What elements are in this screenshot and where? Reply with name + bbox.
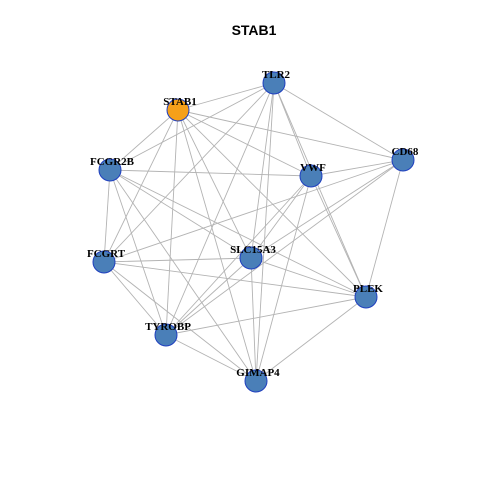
edge-stab1-slc15a3 bbox=[177, 109, 252, 259]
edge-fcgr2b-fcgrt bbox=[103, 169, 111, 263]
edge-fcgrt-gimap4 bbox=[103, 261, 257, 382]
edge-slc15a3-gimap4 bbox=[250, 257, 257, 382]
node-fcgrt bbox=[92, 250, 116, 274]
edge-fcgr2b-tyrobp bbox=[109, 169, 167, 336]
edge-tlr2-tyrobp bbox=[165, 82, 275, 336]
node-tlr2 bbox=[262, 71, 286, 95]
edge-plek-tyrobp bbox=[165, 296, 367, 336]
edge-fcgr2b-gimap4 bbox=[109, 169, 257, 382]
edge-fcgr2b-slc15a3 bbox=[109, 169, 252, 259]
edge-tlr2-slc15a3 bbox=[250, 82, 275, 259]
edge-tlr2-vwf bbox=[273, 82, 312, 177]
node-label-tyrobp: TYROBP bbox=[145, 321, 191, 333]
edge-stab1-plek bbox=[177, 109, 367, 298]
edge-tyrobp-gimap4 bbox=[165, 334, 257, 382]
edge-fcgr2b-vwf bbox=[109, 169, 312, 177]
node-label-plek: PLEK bbox=[353, 283, 383, 295]
edge-cd68-slc15a3 bbox=[250, 159, 404, 259]
edge-slc15a3-plek bbox=[250, 257, 367, 298]
node-layer bbox=[92, 71, 415, 393]
edge-cd68-fcgrt bbox=[103, 159, 404, 263]
edge-stab1-fcgrt bbox=[103, 109, 179, 263]
node-label-stab1: STAB1 bbox=[163, 96, 196, 108]
edge-fcgrt-plek bbox=[103, 261, 367, 298]
node-label-vwf: VWF bbox=[300, 162, 326, 174]
edge-fcgr2b-plek bbox=[109, 169, 367, 298]
edge-stab1-cd68 bbox=[177, 109, 404, 161]
edge-fcgrt-slc15a3 bbox=[103, 257, 252, 263]
edge-cd68-vwf bbox=[310, 159, 404, 177]
edge-stab1-tyrobp bbox=[165, 109, 179, 336]
edge-stab1-fcgr2b bbox=[109, 109, 179, 171]
edge-slc15a3-tyrobp bbox=[165, 257, 252, 336]
node-label-fcgrt: FCGRT bbox=[87, 248, 126, 260]
node-label-fcgr2b: FCGR2B bbox=[90, 156, 135, 168]
edge-tlr2-gimap4 bbox=[255, 82, 275, 382]
edge-fcgrt-tyrobp bbox=[103, 261, 167, 336]
node-label-gimap4: GIMAP4 bbox=[236, 367, 280, 379]
edge-stab1-gimap4 bbox=[177, 109, 257, 382]
edge-plek-gimap4 bbox=[255, 296, 367, 382]
node-cd68 bbox=[391, 148, 415, 172]
node-label-tlr2: TLR2 bbox=[262, 69, 291, 81]
node-stab1 bbox=[166, 98, 190, 122]
edge-stab1-vwf bbox=[177, 109, 312, 177]
edge-vwf-plek bbox=[310, 175, 367, 298]
node-gimap4 bbox=[244, 369, 268, 393]
node-fcgr2b bbox=[98, 158, 122, 182]
node-tyrobp bbox=[154, 323, 178, 347]
node-plek bbox=[354, 285, 378, 309]
edge-tlr2-plek bbox=[273, 82, 367, 298]
edge-stab1-tlr2 bbox=[177, 82, 275, 111]
node-vwf bbox=[299, 164, 323, 188]
graph-title: STAB1 bbox=[232, 22, 277, 38]
node-slc15a3 bbox=[239, 246, 263, 270]
node-label-cd68: CD68 bbox=[392, 146, 419, 158]
node-label-slc15a3: SLC15A3 bbox=[230, 244, 276, 256]
edge-cd68-tyrobp bbox=[165, 159, 404, 336]
edge-tlr2-cd68 bbox=[273, 82, 404, 161]
edge-vwf-gimap4 bbox=[255, 175, 312, 382]
edge-layer bbox=[103, 82, 404, 382]
edge-cd68-plek bbox=[365, 159, 404, 298]
edge-tlr2-fcgr2b bbox=[109, 82, 275, 171]
edge-vwf-tyrobp bbox=[165, 175, 312, 336]
edge-vwf-slc15a3 bbox=[250, 175, 312, 259]
